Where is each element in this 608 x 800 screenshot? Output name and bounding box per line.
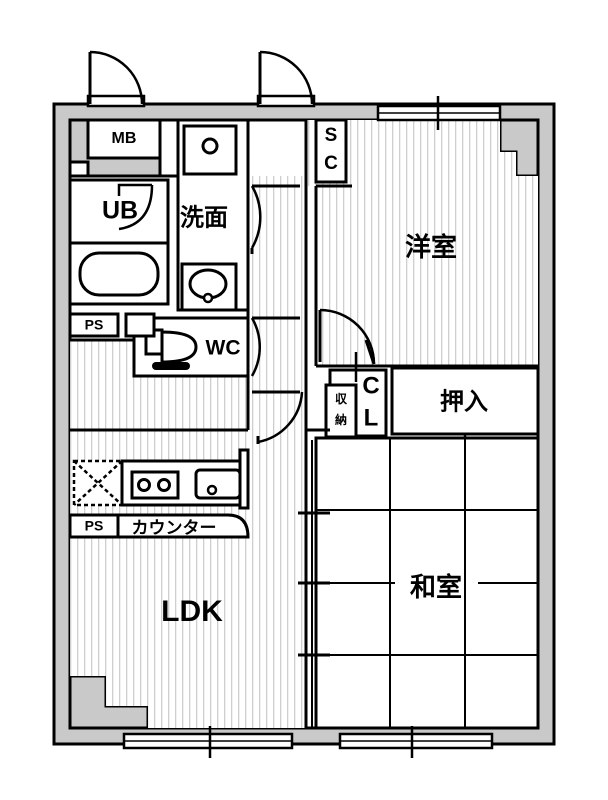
room-label-sc-line2: C <box>324 153 338 174</box>
room-label-washitsu: 和室 <box>410 572 462 602</box>
interior-walls <box>70 174 538 432</box>
room-label-oshiire: 押入 <box>440 388 488 415</box>
meter-box-mb <box>86 118 162 160</box>
wc-door <box>250 316 300 377</box>
floor-western-room <box>316 120 538 366</box>
room-label-cl-line2: L <box>364 404 379 431</box>
pipe-shaft-upper <box>68 312 120 338</box>
kitchen <box>72 448 250 539</box>
window-washitsu-bottom <box>338 726 494 758</box>
room-label-sc-line1: S <box>325 125 338 146</box>
entrance-door-right <box>256 50 316 108</box>
room-label-ldk: LDK <box>161 595 223 628</box>
entrance-door-left <box>86 50 146 108</box>
room-labels: LDK 洋室 和室 洗面 WC UB 押入 MB S C C L 収 納 PS … <box>85 125 488 628</box>
windows-layer <box>122 96 502 758</box>
washitsu-room <box>314 436 540 730</box>
room-label-senmen: 洗面 <box>180 204 228 231</box>
toilet-base-icon <box>152 362 190 370</box>
bedroom-door <box>318 308 376 382</box>
floor-corridor <box>248 176 306 430</box>
room-label-cl-line1: C <box>362 372 379 399</box>
closet-cl <box>324 368 388 439</box>
shoe-closet-sc <box>314 118 348 184</box>
ub-door-swing-arc <box>118 184 154 231</box>
doors-layer <box>86 50 376 444</box>
western-room-walls <box>304 120 352 366</box>
pipe-shaft-upper-aux <box>124 312 156 338</box>
unit-bath <box>68 178 170 306</box>
window-bedroom-top <box>376 96 502 130</box>
washroom <box>176 118 250 312</box>
pipe-shafts <box>68 312 156 539</box>
room-label-counter: カウンター <box>132 518 217 537</box>
counter-bar <box>116 513 250 539</box>
storage-shuno <box>324 383 358 439</box>
room-label-wc: WC <box>206 337 241 360</box>
room-label-ub: UB <box>102 197 138 225</box>
bathtub-icon <box>78 251 160 297</box>
room-label-ps-lower: PS <box>85 518 104 534</box>
toilet-bowl-icon <box>160 330 198 364</box>
room-label-mb: MB <box>112 130 137 147</box>
washing-machine-pan-icon <box>182 124 238 176</box>
kitchen-side-wall <box>238 448 250 510</box>
ldk-door <box>252 390 304 444</box>
sliding-partition-ldk-washitsu <box>298 430 330 728</box>
washroom-door <box>250 184 300 254</box>
room-label-shuno-line2: 納 <box>335 412 347 427</box>
window-ldk-bottom <box>122 726 294 758</box>
room-label-yoshitsu: 洋室 <box>405 232 457 262</box>
ub-door-leaf <box>117 183 152 196</box>
kitchen-sink-icon <box>194 468 242 500</box>
oshiire-closet <box>390 366 540 448</box>
room-label-shuno-line1: 収 <box>335 392 348 406</box>
room-label-ps-upper: PS <box>85 317 104 333</box>
